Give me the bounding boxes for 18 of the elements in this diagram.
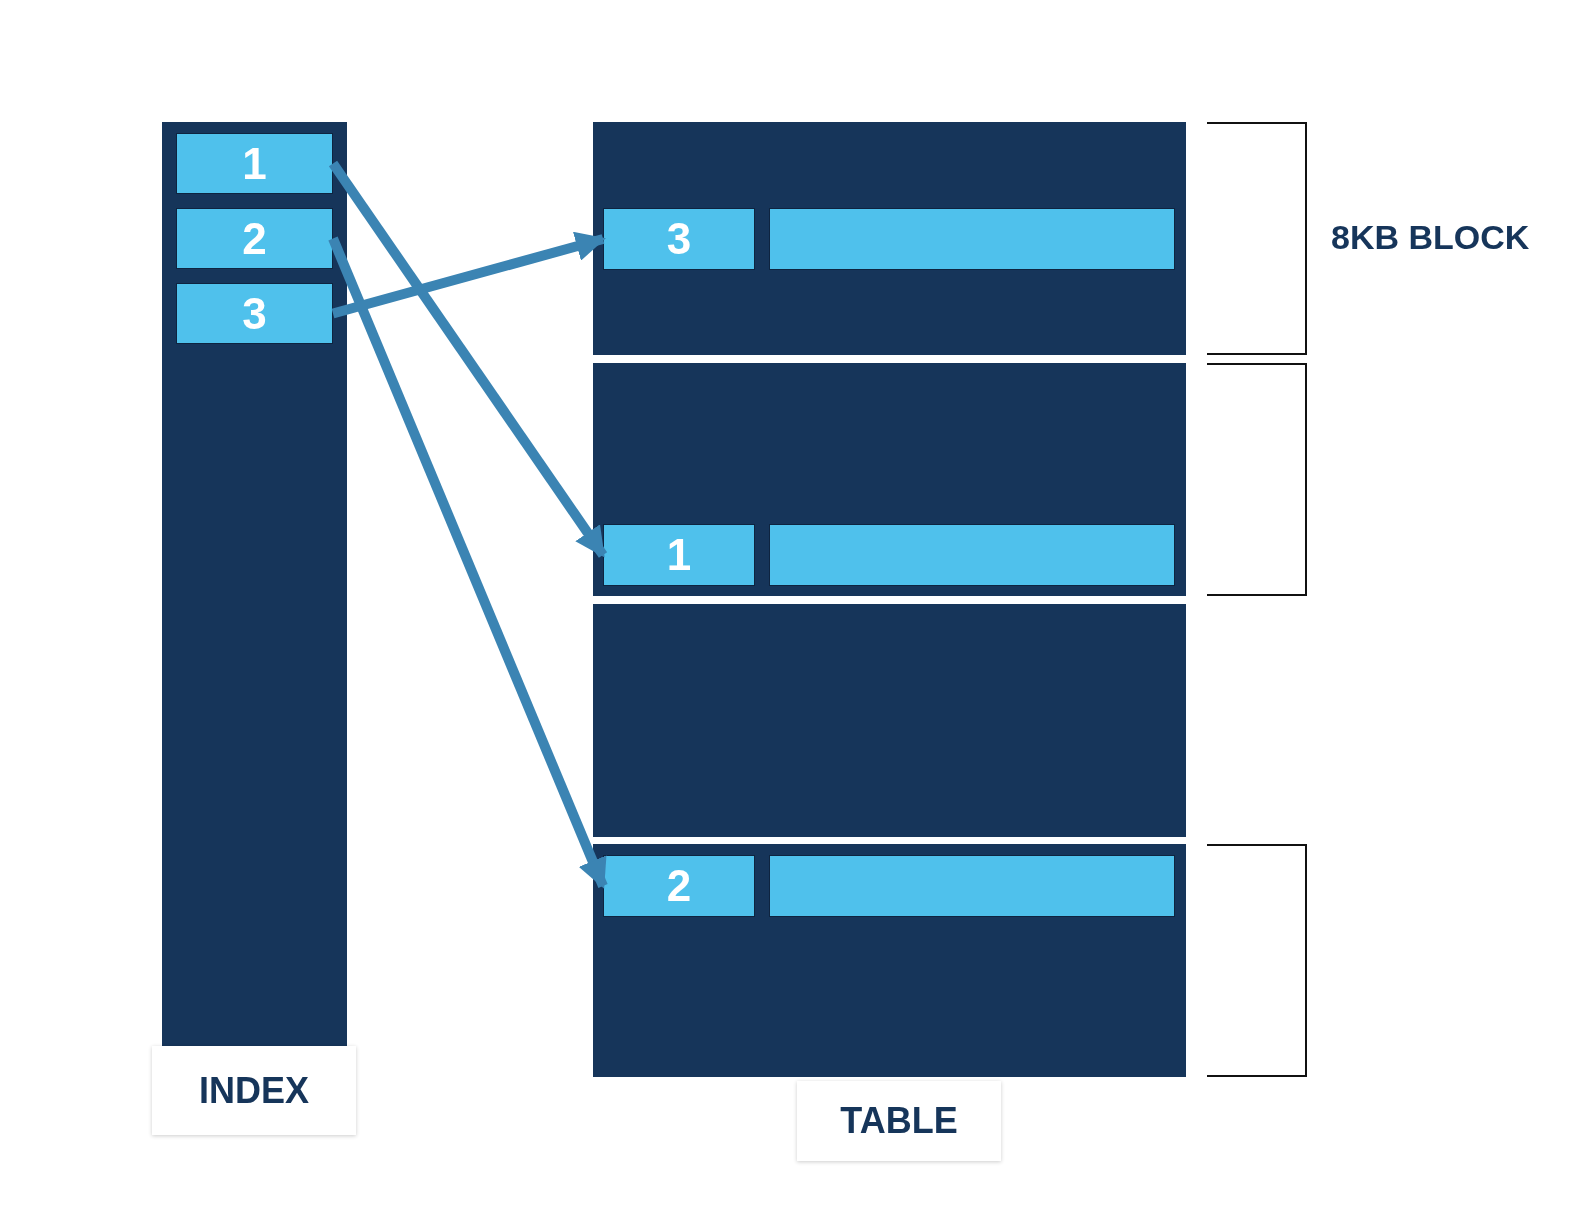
- index-entry: 2: [176, 208, 333, 269]
- arrow: [331, 231, 606, 319]
- table-label: TABLE: [797, 1081, 1001, 1161]
- row-key-cell: 1: [603, 524, 755, 586]
- index-label: INDEX: [152, 1046, 356, 1135]
- row-data-bar: [769, 208, 1175, 270]
- data-block: [593, 844, 1186, 1077]
- block-size-label: 8KB BLOCK: [1331, 218, 1530, 257]
- row-data-bar: [769, 524, 1175, 586]
- data-block: [593, 604, 1186, 837]
- row-key-cell: 2: [603, 855, 755, 917]
- index-entry: 1: [176, 133, 333, 194]
- row-key-cell: 3: [603, 208, 755, 270]
- data-block: [593, 122, 1186, 355]
- row-data-bar: [769, 855, 1175, 917]
- data-block: [593, 363, 1186, 596]
- index-entry: 3: [176, 283, 333, 344]
- arrow: [328, 236, 608, 889]
